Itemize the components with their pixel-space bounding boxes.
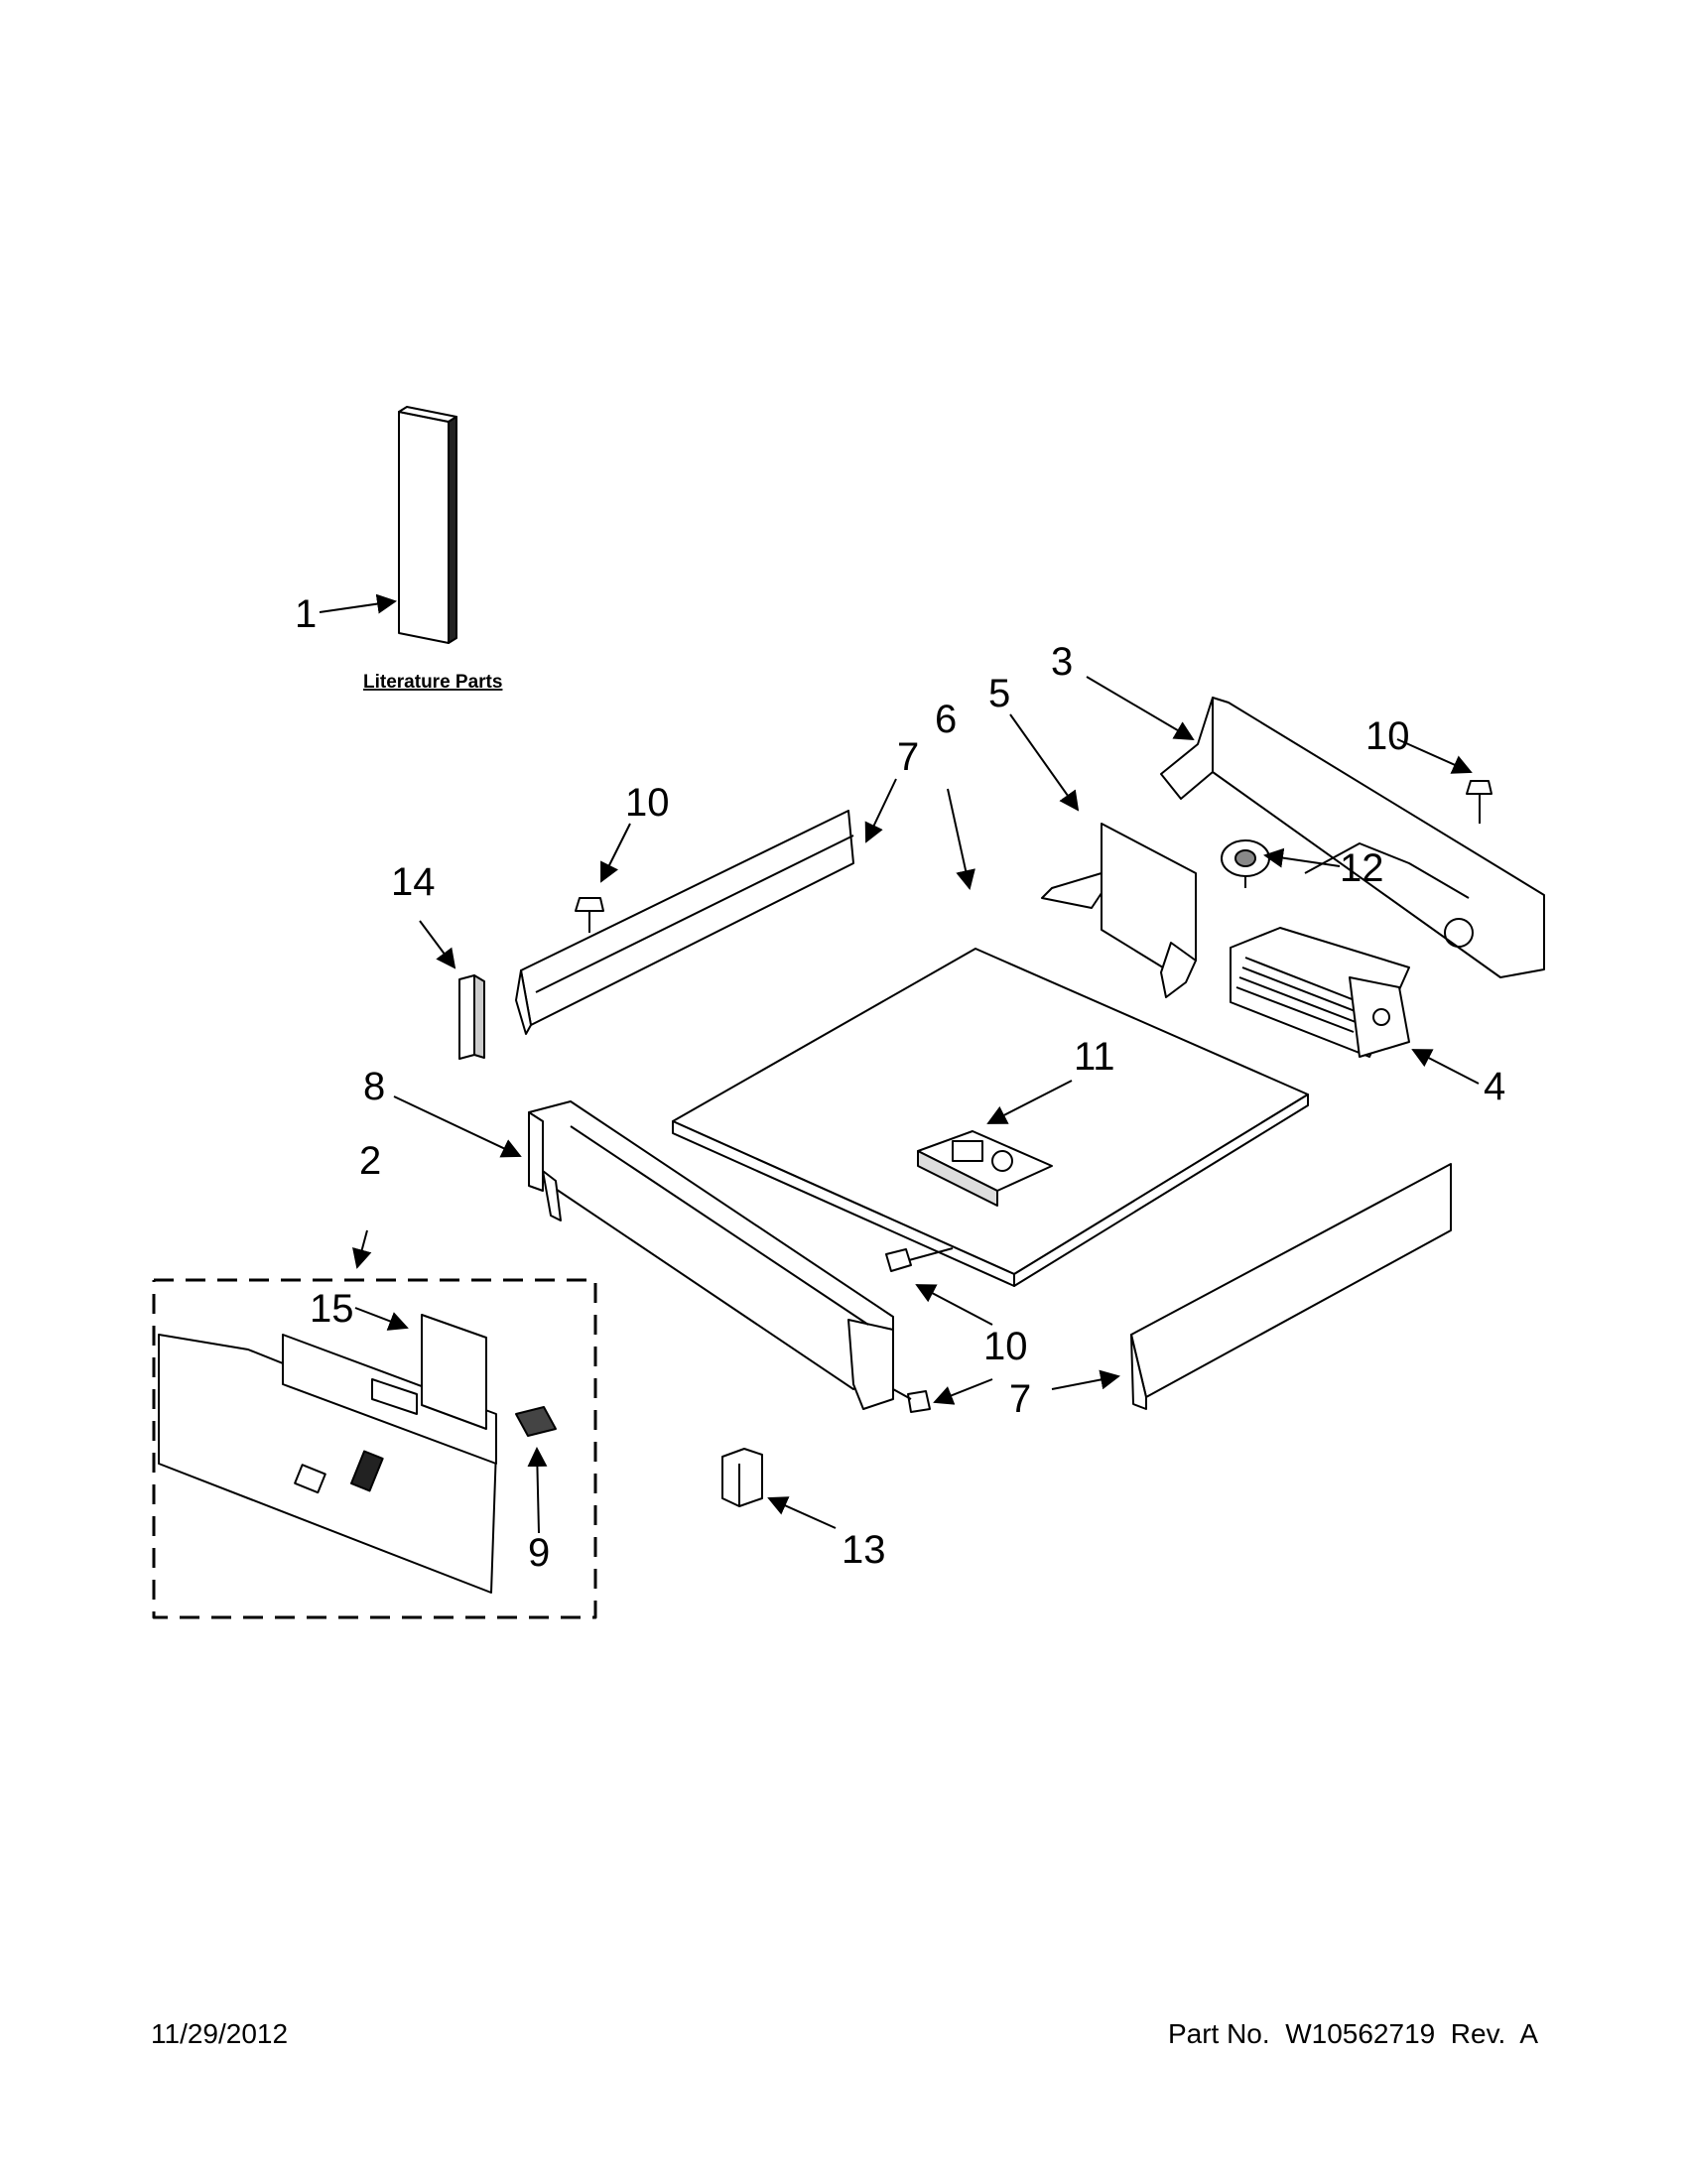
callout-12: 12 xyxy=(1340,846,1384,890)
blower-fan-part xyxy=(1230,927,1410,1058)
relay-part xyxy=(721,1448,763,1507)
revision-value: A xyxy=(1519,2018,1538,2049)
rear-side-rail-part xyxy=(515,810,854,1035)
callout-14: 14 xyxy=(391,860,436,904)
callout-15: 15 xyxy=(310,1287,354,1331)
part-number-value: W10562719 xyxy=(1285,2018,1436,2049)
callout-7: 7 xyxy=(897,735,919,779)
callout-7: 7 xyxy=(1009,1377,1031,1421)
part-number-label: Part No. xyxy=(1167,2018,1270,2049)
revision-label: Rev. xyxy=(1450,2018,1506,2049)
front-side-rail-part xyxy=(1130,1163,1452,1410)
callout-5: 5 xyxy=(988,672,1010,715)
control-board-part xyxy=(917,1130,1053,1207)
literature-parts-label: Literature Parts xyxy=(363,672,502,693)
screw-part xyxy=(885,1247,954,1272)
front-rail-part xyxy=(528,1100,894,1410)
callout-3: 3 xyxy=(1051,640,1073,684)
mounting-bracket-part xyxy=(1041,823,1197,998)
callout-2: 2 xyxy=(359,1139,381,1183)
thermostat-part xyxy=(1221,839,1270,888)
control-panel-assembly-group xyxy=(152,1278,597,1619)
screw-part xyxy=(575,897,604,933)
small-clip-part xyxy=(458,974,485,1060)
keypad-bracket-part xyxy=(421,1314,487,1430)
knob-part xyxy=(515,1406,557,1437)
screw-part xyxy=(892,1388,931,1413)
right-bracket-part xyxy=(1160,697,1545,978)
callout-9: 9 xyxy=(528,1531,550,1575)
callout-1: 1 xyxy=(295,592,317,636)
callout-10: 10 xyxy=(625,781,670,825)
callout-13: 13 xyxy=(842,1528,886,1572)
screw-part xyxy=(1466,780,1492,824)
callout-4: 4 xyxy=(1484,1065,1505,1108)
footer-date: 11/29/2012 xyxy=(151,2018,289,2049)
callout-10: 10 xyxy=(983,1325,1028,1368)
callout-11: 11 xyxy=(1074,1035,1115,1079)
footer-part-number: Part No. W10562719 Rev. A xyxy=(1168,2018,1538,2050)
literature-booklet-part xyxy=(398,406,457,644)
callout-10: 10 xyxy=(1365,714,1410,758)
callout-6: 6 xyxy=(935,698,957,741)
callout-8: 8 xyxy=(363,1065,385,1108)
